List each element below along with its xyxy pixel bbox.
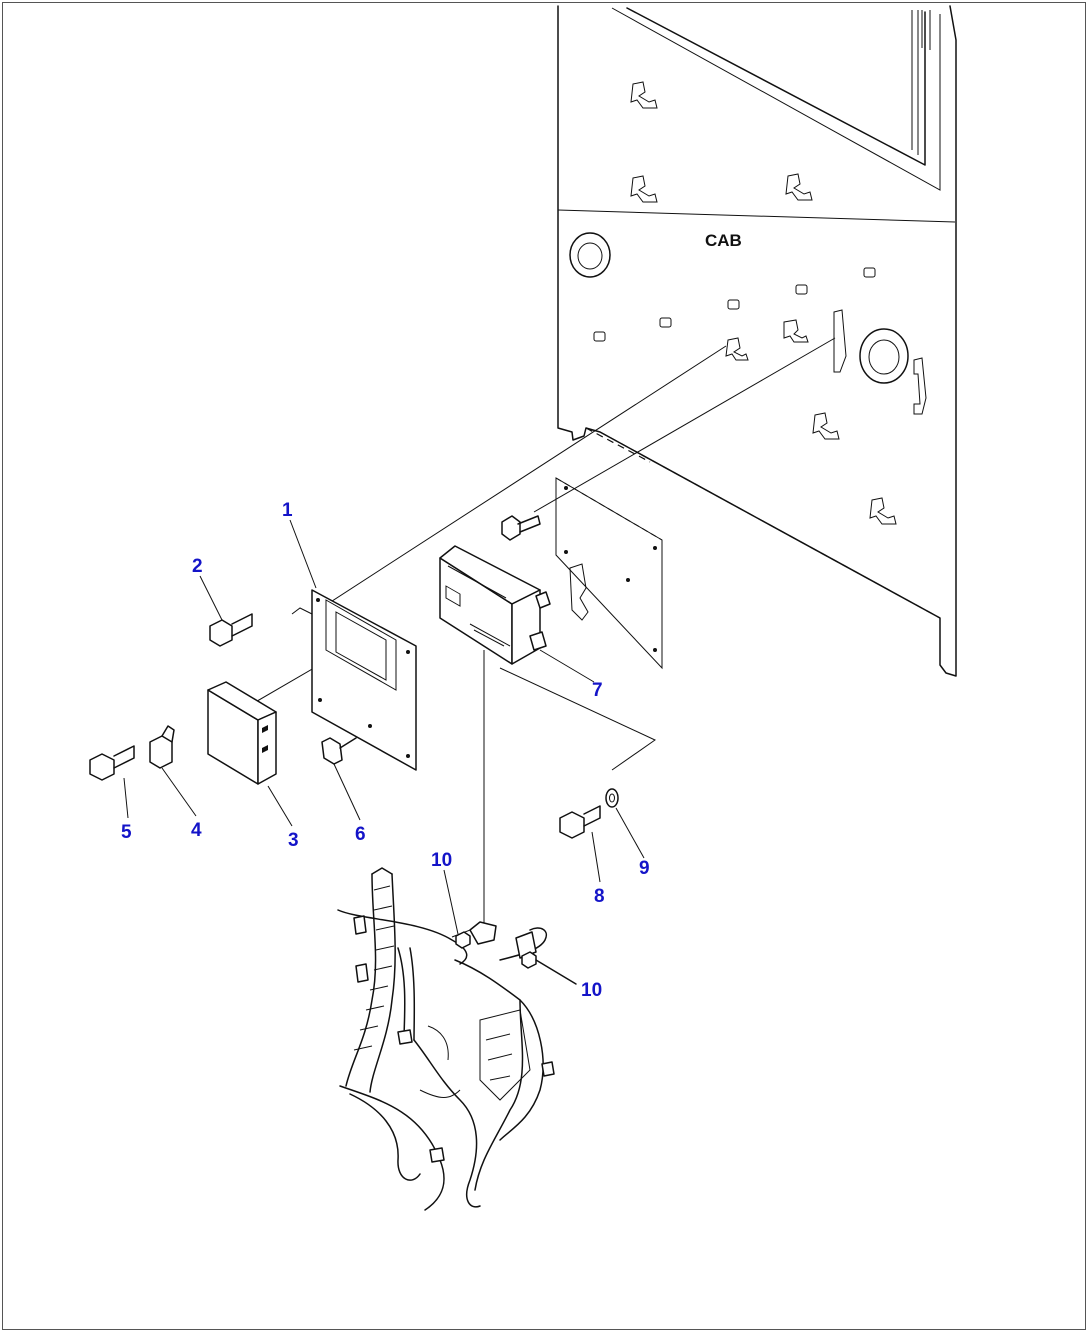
callout-4: 4 (191, 820, 202, 841)
bolt-5 (89, 745, 135, 781)
callout-3: 3 (288, 830, 299, 851)
callout-9: 9 (639, 858, 650, 879)
clamp-6 (321, 737, 357, 765)
cab-holes (593, 267, 876, 342)
callout-leaders (123, 519, 645, 935)
clip-4 (149, 725, 175, 769)
cab-panel (557, 5, 957, 677)
callout-2: 2 (192, 556, 203, 577)
cab-port-right (859, 328, 909, 384)
cab-clips (630, 81, 927, 525)
callout-10-lower: 10 (581, 980, 602, 1001)
callout-7: 7 (592, 680, 603, 701)
back-plate-bolt (501, 515, 541, 541)
callout-8: 8 (594, 886, 605, 907)
cab-label: CAB (705, 231, 742, 250)
back-mounting-plate (555, 477, 663, 670)
connector-bolt-10a (455, 931, 471, 949)
cab-port-left (569, 232, 611, 278)
callout-10-upper: 10 (431, 850, 452, 871)
callout-1: 1 (282, 500, 293, 521)
wiring-harness (337, 867, 577, 1211)
controller-unit (439, 545, 551, 665)
callout-5: 5 (121, 822, 132, 843)
bracket-plate (311, 589, 417, 771)
bolt-2 (209, 613, 253, 647)
connector-bolt-10b (521, 951, 537, 969)
callout-6: 6 (355, 824, 366, 845)
bolt-8 (559, 805, 601, 839)
control-box-3 (207, 681, 277, 785)
cab-hidden-edge (599, 431, 941, 619)
washer-9 (605, 788, 619, 808)
